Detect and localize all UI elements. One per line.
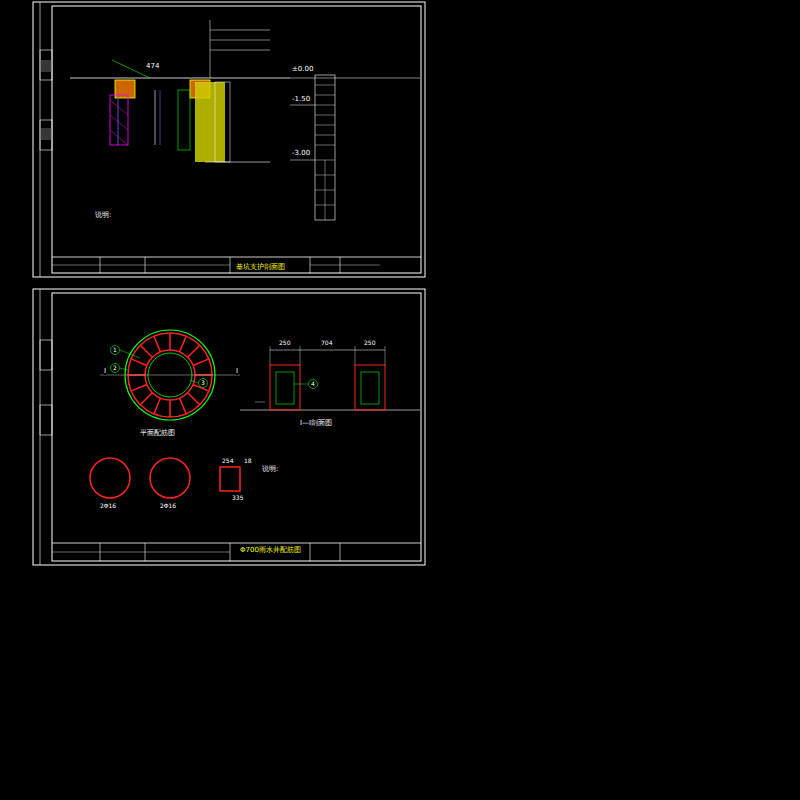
drawing-label: 18 [244, 458, 252, 464]
drawing-label: 2Φ16 [160, 503, 176, 509]
callout-number: 3 [201, 380, 205, 386]
drawing-label: I [104, 368, 106, 375]
drawing-label: -3.00 [292, 150, 310, 157]
drawing-label: 平面配筋图 [140, 430, 175, 437]
drawing-label: 335 [232, 495, 243, 501]
drawing-label: 250 [364, 340, 375, 346]
drawing-label: 基坑支护剖面图 [236, 264, 285, 271]
callout-number: 4 [311, 381, 315, 387]
callout-number: 1 [113, 347, 117, 353]
drawing-label: 474 [146, 63, 159, 70]
drawing-label: 254 [222, 458, 233, 464]
drawing-label: 704 [321, 340, 332, 346]
drawing-label: 2Φ16 [100, 503, 116, 509]
drawing-label: Φ700雨水井配筋图 [240, 547, 301, 554]
drawing-label: ±0.00 [292, 66, 313, 73]
drawing-label: 250 [279, 340, 290, 346]
drawing-label: 说明: [95, 212, 111, 219]
drawing-label: I [236, 368, 238, 375]
callout-number: 2 [113, 365, 117, 371]
drawing-label: -1.50 [292, 96, 310, 103]
drawing-label: 说明: [262, 466, 278, 473]
drawing-label: I—I剖面图 [300, 420, 332, 427]
